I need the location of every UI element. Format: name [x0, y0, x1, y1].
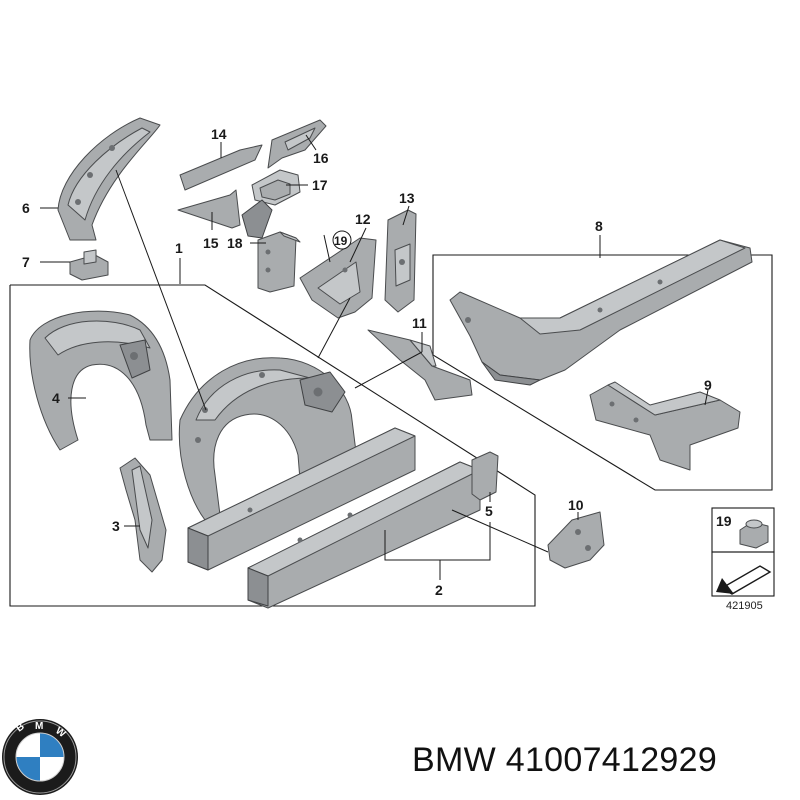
nut-19-icon — [739, 519, 769, 549]
callout-14: 14 — [211, 126, 227, 142]
callouts: 6 7 14 16 17 15 18 12 13 11 8 1 4 3 5 2 … — [22, 126, 763, 612]
part-6 — [57, 117, 161, 241]
callout-9: 9 — [704, 377, 712, 393]
part-13 — [384, 209, 417, 313]
part-14 — [179, 144, 263, 191]
inset-box — [711, 507, 775, 597]
callout-7: 7 — [22, 254, 30, 270]
diagram-code: 421905 — [726, 600, 763, 612]
callout-17: 17 — [312, 177, 328, 193]
part-2 — [187, 427, 481, 609]
part-15 — [177, 189, 241, 229]
svg-text:M: M — [35, 721, 43, 732]
callout-4: 4 — [52, 390, 60, 406]
part-8 — [449, 239, 753, 386]
part-3 — [119, 457, 167, 573]
part-7 — [69, 249, 109, 281]
callout-19: 19 — [334, 234, 348, 248]
callout-11: 11 — [412, 315, 427, 331]
brand-part-number: BMW 41007412929 — [412, 741, 718, 779]
callout-13: 13 — [399, 190, 415, 206]
part-16 — [267, 119, 327, 169]
callout-16: 16 — [313, 150, 329, 166]
callout-19-circle — [332, 230, 352, 250]
callout-15: 15 — [203, 235, 219, 251]
callout-3: 3 — [112, 518, 120, 534]
part-1 — [178, 357, 357, 521]
callout-1: 1 — [175, 240, 183, 256]
part-18 — [257, 231, 301, 293]
callout-8: 8 — [595, 218, 603, 234]
leader-lines — [40, 134, 709, 580]
callout-5: 5 — [485, 503, 493, 519]
part-5 — [471, 451, 499, 501]
callout-6: 6 — [22, 200, 30, 216]
part-17 — [241, 169, 301, 239]
group-1-frame — [9, 284, 536, 607]
callout-2: 2 — [435, 582, 443, 598]
bmw-roundel-icon: B M W — [2, 719, 78, 795]
part-10 — [547, 511, 605, 569]
callout-12: 12 — [355, 211, 371, 227]
part-12 — [299, 237, 377, 319]
part-11 — [367, 329, 473, 401]
callout-18: 18 — [227, 235, 243, 251]
callout-19-inset: 19 — [716, 513, 732, 529]
part-9 — [589, 381, 741, 471]
callout-10: 10 — [568, 497, 584, 513]
part-4 — [29, 310, 173, 451]
arrow-icon — [716, 565, 772, 595]
